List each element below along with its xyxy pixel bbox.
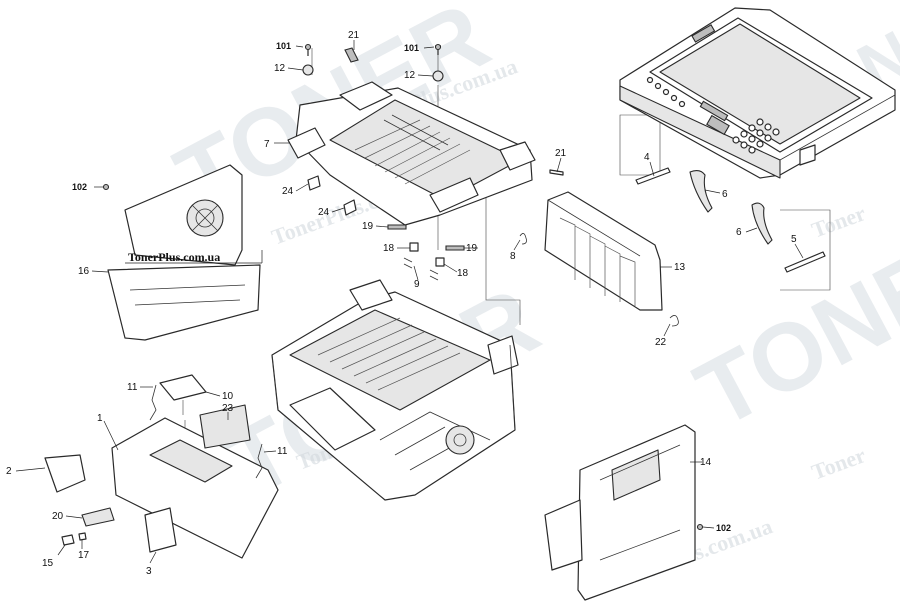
callout-11: 11 <box>277 446 288 457</box>
callout-24: 24 <box>282 186 294 197</box>
callout-102: 102 <box>72 182 87 192</box>
callout-24: 24 <box>318 207 330 218</box>
callout-13: 13 <box>674 262 686 273</box>
rear-guide <box>544 191 663 311</box>
right-cover <box>544 424 696 601</box>
callout-21: 21 <box>348 30 360 41</box>
callout-102: 102 <box>716 523 731 533</box>
callout-21: 21 <box>555 148 567 159</box>
left-cover <box>107 164 261 341</box>
main-chassis <box>271 279 519 501</box>
callout-101: 101 <box>404 43 419 53</box>
callout-9: 9 <box>414 279 420 290</box>
brand-label: TonerPlus.com.ua <box>128 250 220 264</box>
callout-5: 5 <box>791 234 797 245</box>
callout-23: 23 <box>222 403 234 414</box>
callout-8: 8 <box>510 251 516 262</box>
callout-4: 4 <box>644 152 650 163</box>
scanner-unit <box>619 7 896 179</box>
callout-18: 18 <box>457 268 469 279</box>
callout-18: 18 <box>383 243 395 254</box>
callout-16: 16 <box>78 266 90 277</box>
callout-22: 22 <box>655 337 667 348</box>
front-cover <box>44 374 279 559</box>
callout-6: 6 <box>736 227 742 238</box>
callout-17: 17 <box>78 550 90 561</box>
callout-101: 101 <box>276 41 291 51</box>
callout-6: 6 <box>722 189 728 200</box>
hinge-parts <box>635 167 826 273</box>
callout-1: 1 <box>97 413 103 424</box>
callout-7: 7 <box>264 139 270 150</box>
callout-12: 12 <box>404 70 416 81</box>
callout-11: 11 <box>127 382 138 393</box>
callout-2: 2 <box>6 466 12 477</box>
watermark-site-partial-2: Toner <box>808 442 869 485</box>
small-fasteners <box>102 43 704 531</box>
callout-20: 20 <box>52 511 64 522</box>
control-panel-keys <box>646 76 780 154</box>
callout-19: 19 <box>362 221 374 232</box>
callout-labels: 101 12 21 101 12 7 21 4 6 6 5 102 24 24 … <box>6 30 797 577</box>
brand-label-box <box>125 250 263 264</box>
callout-3: 3 <box>146 566 152 577</box>
leader-lines <box>15 40 804 564</box>
callout-15: 15 <box>42 558 54 569</box>
top-frame <box>287 81 536 226</box>
watermark-site-partial-1: Toner <box>808 200 869 243</box>
callout-12: 12 <box>274 63 286 74</box>
watermark-toner-3: TONER <box>680 197 900 448</box>
callout-10: 10 <box>222 391 234 402</box>
callout-19: 19 <box>466 243 478 254</box>
callout-14: 14 <box>700 457 712 468</box>
